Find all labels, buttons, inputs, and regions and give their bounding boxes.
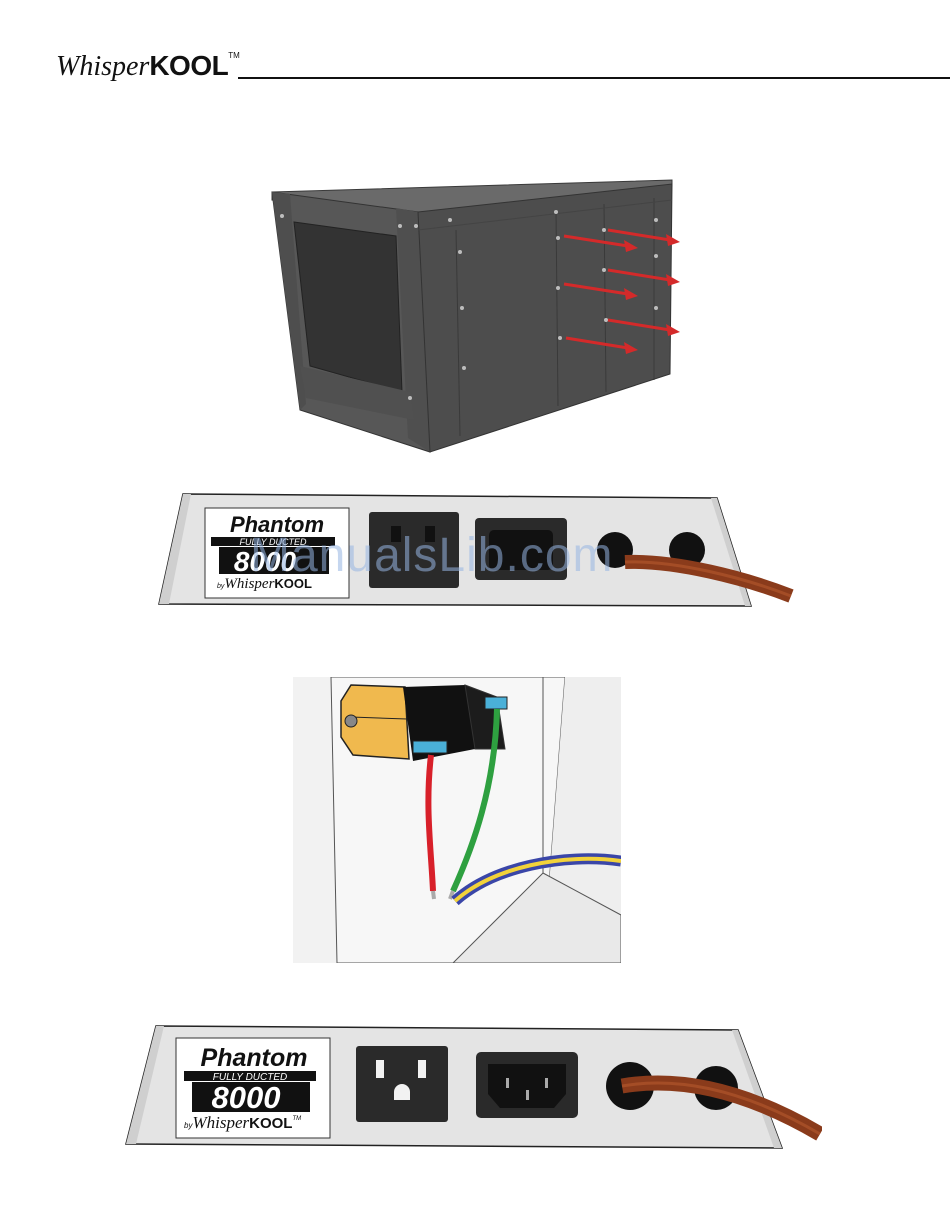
header-brand-script: Whisper [56, 51, 149, 82]
panel-bottom-logo-model: 8000 [212, 1080, 281, 1115]
panel-bottom-logo-brand-script: Whisper [192, 1113, 249, 1132]
panel-bottom-logo-tm: TM [292, 1116, 301, 1122]
header-brand-tm: TM [228, 51, 240, 60]
cooling-unit-illustration [260, 170, 700, 460]
watermark: ManualsLib.com [250, 528, 614, 583]
panel-bottom-logo-brand-bold: KOOL [249, 1115, 292, 1132]
header-brand-logo: WhisperKOOLTM [56, 52, 240, 81]
relay-wiring-illustration [293, 677, 621, 963]
relay-connector-right [485, 697, 507, 709]
header-rule [238, 77, 950, 79]
rear-panel-bottom-illustration: Phantom FULLY DUCTED 8000 byWhisperKOOLT… [122, 1020, 822, 1155]
header-brand-bold: KOOL [149, 50, 228, 81]
panel-bottom-logo-title: Phantom [201, 1044, 308, 1072]
svg-text:byWhisperKOOLTM: byWhisperKOOLTM [184, 1113, 301, 1132]
relay-connector-left [413, 741, 447, 753]
